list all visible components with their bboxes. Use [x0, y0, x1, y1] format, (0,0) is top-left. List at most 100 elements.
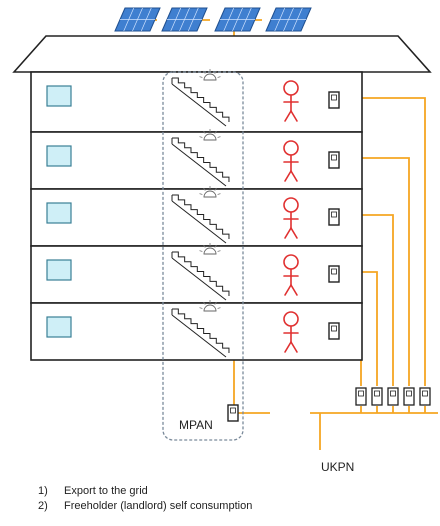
- electricity-meter-icon: [328, 208, 340, 226]
- person-leg: [290, 110, 298, 122]
- flat-meters: [328, 91, 340, 340]
- bulb: [203, 73, 217, 81]
- person-leg: [284, 170, 292, 182]
- ukpn-label: UKPN: [321, 460, 354, 474]
- legend-text: Export to the grid: [64, 485, 148, 497]
- meter-display: [406, 390, 412, 397]
- light-ray: [217, 193, 221, 195]
- ceiling-light-icon: [199, 186, 221, 198]
- person-leg: [284, 284, 292, 296]
- bulb: [203, 133, 217, 141]
- legend: 1) Export to the grid 2) Freeholder (lan…: [38, 484, 252, 514]
- stair-rail: [171, 257, 227, 301]
- light-ray: [199, 76, 203, 78]
- light-ray: [214, 130, 217, 134]
- light-ray: [199, 136, 203, 138]
- electricity-meter-icon: [328, 322, 340, 340]
- residents: [283, 80, 299, 353]
- landlord-meter: [227, 404, 239, 422]
- floor: [30, 245, 363, 304]
- electricity-meter-icon: [328, 265, 340, 283]
- solar-panel-icon: [161, 7, 208, 32]
- floor: [30, 71, 363, 133]
- stairwell: [171, 69, 230, 358]
- person-leg: [284, 341, 292, 353]
- solar-panel-icon: [214, 7, 261, 32]
- stair-steps: [172, 308, 230, 354]
- meter-body: [387, 387, 399, 406]
- floor-outline: [30, 302, 363, 361]
- person-leg: [290, 227, 298, 239]
- meter-body: [419, 387, 431, 406]
- floor: [30, 131, 363, 190]
- bulb: [203, 247, 217, 255]
- legend-number: 2): [38, 500, 48, 512]
- ceiling-light-icon: [199, 129, 221, 141]
- mpan-label: MPAN: [179, 418, 213, 432]
- roof: [12, 35, 432, 73]
- electricity-meter-icon: [328, 91, 340, 109]
- person-leg: [290, 170, 298, 182]
- light-ray: [217, 136, 221, 138]
- window-icon: [46, 259, 72, 281]
- staircase-icon: [171, 194, 230, 244]
- meter-body: [355, 387, 367, 406]
- ceiling-light-icon: [199, 243, 221, 255]
- light-ray: [203, 187, 206, 191]
- stair-rail: [171, 83, 227, 127]
- stair-rail: [171, 200, 227, 244]
- stair-steps: [172, 251, 230, 297]
- light-ray: [214, 301, 217, 305]
- meter-body: [371, 387, 383, 406]
- staircase-icon: [171, 137, 230, 187]
- light-ray: [199, 193, 203, 195]
- staircase-icon: [171, 77, 230, 127]
- stair-steps: [172, 77, 230, 123]
- person-icon: [283, 254, 299, 296]
- meter-display: [390, 390, 396, 397]
- light-ray: [199, 307, 203, 309]
- meter-display: [331, 154, 337, 161]
- building-block: [30, 71, 363, 361]
- stair-rail: [171, 143, 227, 187]
- meter-display: [331, 268, 337, 275]
- person-leg: [290, 284, 298, 296]
- staircase-icon: [171, 251, 230, 301]
- stair-steps: [172, 137, 230, 183]
- light-ray: [199, 250, 203, 252]
- light-ray: [214, 187, 217, 191]
- meter-display: [331, 325, 337, 332]
- light-ray: [203, 70, 206, 74]
- floor-outline: [30, 131, 363, 190]
- window-icon: [46, 145, 72, 167]
- electricity-meter-icon: [403, 387, 415, 406]
- solar-panel-icon: [265, 7, 312, 32]
- meter-display: [374, 390, 380, 397]
- window-icon: [46, 85, 72, 107]
- communal-area-enclosure: [162, 71, 244, 441]
- light-ray: [217, 250, 221, 252]
- electricity-meter-icon: [419, 387, 431, 406]
- light-ray: [217, 307, 221, 309]
- legend-number: 1): [38, 485, 48, 497]
- floor-outline: [30, 71, 363, 133]
- staircase-icon: [171, 308, 230, 358]
- electricity-meter-icon: [371, 387, 383, 406]
- floor-outline: [30, 188, 363, 247]
- window-icon: [46, 316, 72, 338]
- electricity-meter-icon: [328, 151, 340, 169]
- meter-display: [358, 390, 364, 397]
- legend-text: Freeholder (landlord) self consumption: [64, 500, 253, 512]
- meter-display: [331, 211, 337, 218]
- person-icon: [283, 140, 299, 182]
- stair-rail: [171, 314, 227, 358]
- bulb: [203, 304, 217, 312]
- light-ray: [214, 70, 217, 74]
- person-icon: [283, 311, 299, 353]
- person-icon: [283, 197, 299, 239]
- floor-outline: [30, 245, 363, 304]
- meter-bank: [355, 387, 431, 406]
- person-leg: [290, 341, 298, 353]
- stair-steps: [172, 194, 230, 240]
